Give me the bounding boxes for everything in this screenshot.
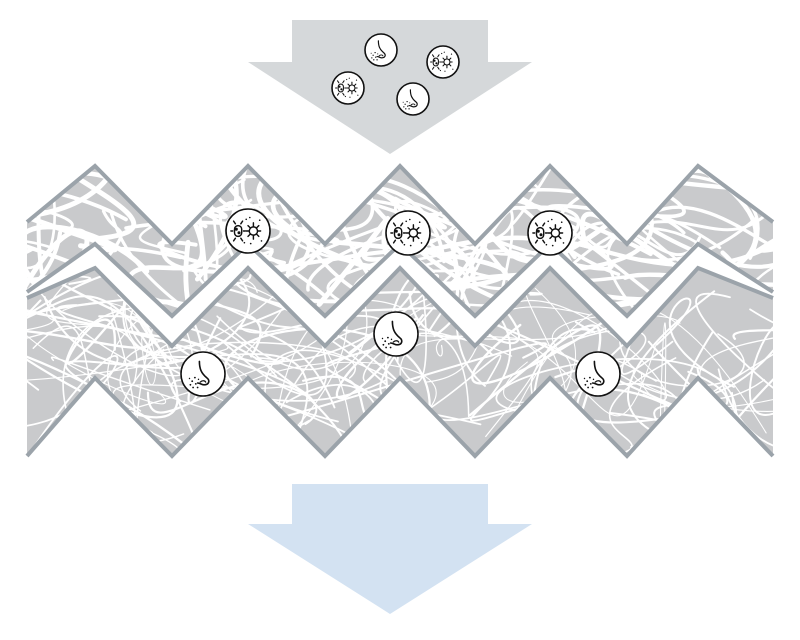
- filter-fiber: [287, 205, 479, 273]
- filter-fiber: [461, 205, 621, 282]
- filter-fiber: [758, 225, 773, 314]
- filter-fiber: [122, 268, 309, 451]
- filter-fiber: [27, 217, 63, 314]
- microbe-icon: [527, 210, 573, 256]
- filter-fiber: [27, 183, 128, 222]
- filter-fiber: [27, 224, 150, 294]
- filter-fiber: [27, 268, 214, 316]
- filter-fiber: [0, 215, 22, 300]
- filter-fiber: [27, 176, 109, 229]
- filter-fiber: [27, 354, 119, 456]
- filter-fiber: [224, 327, 431, 416]
- nose-dust-icon: [373, 311, 419, 357]
- filter-fiber: [383, 294, 427, 384]
- filter-fiber: [379, 268, 482, 426]
- filter-fiber: [27, 271, 92, 285]
- microbe-icon: [385, 210, 431, 256]
- filter-fiber: [781, 333, 800, 404]
- filter-fiber: [745, 166, 773, 201]
- filter-fiber: [237, 306, 336, 409]
- filter-fiber: [27, 296, 179, 419]
- incoming-air-arrow: [248, 20, 532, 154]
- filter-fiber: [62, 302, 157, 386]
- filter-fiber: [498, 166, 554, 299]
- filter-fiber: [50, 356, 211, 411]
- filter-fiber: [695, 292, 773, 404]
- filter-fiber: [749, 321, 773, 416]
- microbe-icon: [225, 208, 271, 254]
- filter-fiber: [57, 304, 318, 426]
- filter-fiber: [146, 381, 312, 414]
- nose-dust-icon: [180, 351, 226, 397]
- filter-fiber: [123, 337, 266, 430]
- filter-fiber: [603, 356, 765, 401]
- nose-dust-icon: [396, 82, 430, 116]
- filter-fiber: [550, 166, 773, 192]
- microbe-icon: [331, 71, 365, 105]
- filtered-air-arrow: [248, 484, 532, 614]
- filter-fiber: [659, 322, 667, 440]
- filter-fiber: [27, 347, 229, 382]
- filter-fiber: [27, 192, 32, 243]
- filter-fiber: [732, 268, 773, 340]
- filter-fiber: [119, 341, 356, 412]
- lower-filter-layer: [25, 265, 800, 459]
- filter-fiber: [27, 283, 167, 405]
- filter-fiber: [530, 321, 596, 429]
- filter-fiber: [27, 190, 33, 316]
- filter-fiber: [62, 306, 278, 456]
- filter-fiber: [186, 286, 409, 406]
- nose-dust-icon: [575, 351, 621, 397]
- microbe-icon: [426, 45, 460, 79]
- filter-fiber: [219, 200, 283, 264]
- filter-fiber: [27, 206, 74, 258]
- filter-fiber: [469, 313, 533, 422]
- filter-fiber: [521, 340, 657, 417]
- filter-fiber: [622, 216, 773, 287]
- filter-fiber: [66, 295, 133, 365]
- nose-dust-icon: [364, 33, 398, 67]
- filter-fiber: [471, 319, 607, 385]
- filter-fiber: [0, 161, 15, 241]
